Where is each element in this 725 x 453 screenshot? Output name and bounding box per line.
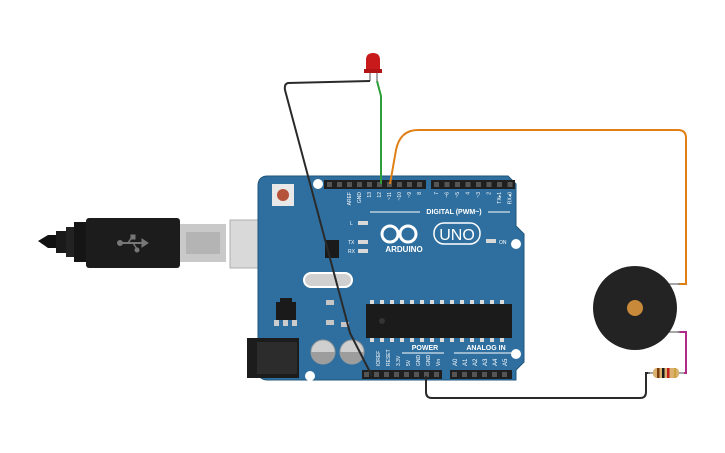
- reset-button[interactable]: [272, 184, 294, 206]
- red-led[interactable]: [364, 53, 382, 81]
- digital-pin-label: ~5: [455, 192, 461, 198]
- capacitor-1: [310, 339, 336, 365]
- orange-wire[interactable]: [389, 129, 687, 285]
- led-on-label: ON: [499, 240, 507, 246]
- digital-pin-label: ~11: [387, 192, 393, 200]
- analog-pin-label: A5: [503, 358, 509, 366]
- led-on: [486, 239, 496, 243]
- analog-pin-label: A2: [473, 358, 479, 366]
- digital-pin-holes: [327, 182, 513, 187]
- analog-pin-label: A4: [493, 358, 499, 366]
- arduino-uno[interactable]: AREF GND 13 12 ~11 ~10 ~9 8 7 ~6 ~5 4 ~3 2 TX▸1 RX◂0 DI…: [247, 175, 525, 381]
- digital-label: DIGITAL (PWM~): [426, 209, 481, 216]
- black-wire-gnd[interactable]: [425, 372, 650, 399]
- power-pin-label: GND: [416, 355, 422, 367]
- dc-power-jack: [247, 338, 299, 378]
- capacitor-2: [339, 339, 365, 365]
- arduino-infinity-icon: [380, 224, 418, 244]
- digital-header[interactable]: [324, 180, 515, 189]
- bottom-pin-holes: [364, 372, 507, 377]
- voltage-regulator: [274, 298, 297, 326]
- digital-pin-label: 13: [367, 192, 373, 198]
- led-rx: [358, 249, 368, 253]
- digital-pin-label: 4: [466, 192, 472, 195]
- piezo-buzzer[interactable]: [593, 266, 680, 350]
- green-wire[interactable]: [376, 80, 382, 184]
- led-l: [358, 221, 368, 225]
- model-name: UNO: [439, 227, 475, 244]
- crystal: [303, 272, 353, 288]
- power-label: POWER: [412, 345, 438, 352]
- resistor[interactable]: [648, 368, 684, 378]
- power-pin-label: Vin: [436, 359, 442, 366]
- atmega-chip: [366, 300, 512, 342]
- power-pin-label: IOREF: [376, 351, 382, 366]
- power-pin-label: 5V: [406, 359, 412, 366]
- digital-pin-label: 12: [377, 192, 383, 198]
- digital-pin-label: RX◂0: [508, 192, 514, 204]
- led-l-label: L: [350, 221, 353, 227]
- analog-pin-label: A0: [453, 358, 459, 366]
- power-pin-label: GND: [426, 355, 432, 367]
- brand-name: ARDUINO: [385, 245, 422, 254]
- digital-pin-label: AREF: [347, 192, 353, 205]
- led-tx: [358, 240, 368, 244]
- usb-cable[interactable]: [38, 218, 226, 268]
- digital-pin-label: GND: [357, 192, 363, 204]
- magenta-wire[interactable]: [678, 331, 687, 374]
- led-tx-label: TX: [348, 240, 355, 246]
- digital-pin-labels: AREF GND 13 12 ~11 ~10 ~9 8 7 ~6 ~5 4 ~3 2 TX▸1 RX◂0: [347, 192, 514, 206]
- black-wire-led[interactable]: [283, 80, 373, 377]
- analog-pin-labels: A0 A1 A2 A3 A4 A5: [453, 358, 509, 366]
- analog-pin-label: A3: [483, 358, 489, 366]
- model-badge: [433, 222, 481, 245]
- power-pin-labels: IOREF RESET 3.3V 5V GND GND Vin: [376, 349, 442, 366]
- power-pin-label: 3.3V: [396, 355, 402, 366]
- digital-pin-label: TX▸1: [497, 192, 503, 204]
- analog-header[interactable]: [450, 370, 512, 379]
- analog-label: ANALOG IN: [466, 345, 505, 352]
- led-rx-label: RX: [348, 249, 356, 255]
- power-header[interactable]: [362, 370, 442, 379]
- power-pin-label: RESET: [386, 349, 392, 366]
- digital-pin-label: ~10: [397, 192, 403, 201]
- digital-pin-label: ~9: [407, 192, 413, 198]
- digital-pin-label: ~3: [476, 192, 482, 198]
- usb-icon: [117, 234, 149, 253]
- digital-pin-label: 8: [417, 192, 423, 195]
- digital-pin-label: 7: [434, 192, 440, 195]
- analog-pin-label: A1: [463, 358, 469, 366]
- digital-pin-label: ~6: [445, 192, 451, 198]
- digital-pin-label: 2: [487, 192, 493, 195]
